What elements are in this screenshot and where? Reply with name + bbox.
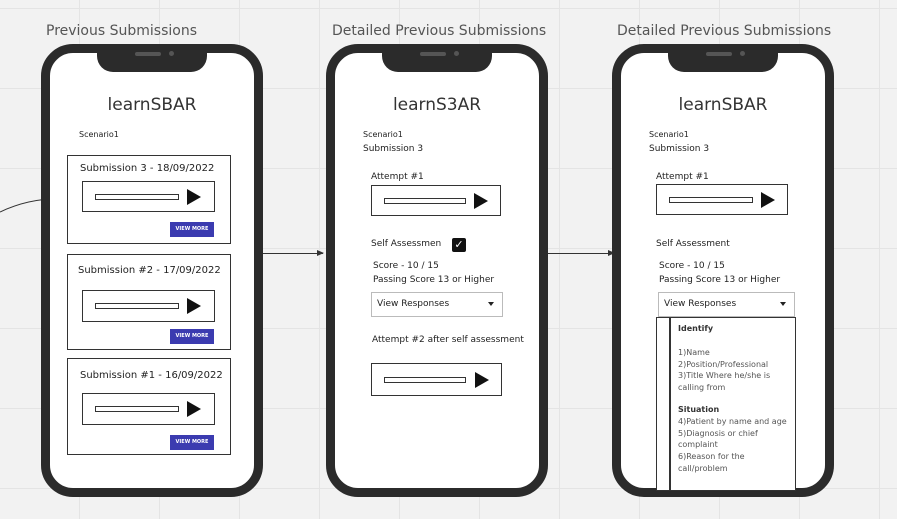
self-assessment-label: Self Assessmen <box>371 239 442 249</box>
play-icon[interactable] <box>761 191 775 208</box>
identify-item: 3)Title Where he/she is <box>678 371 771 380</box>
view-responses-dropdown[interactable]: View Responses <box>658 292 795 317</box>
passing-score-label: Passing Score 13 or Higher <box>659 275 781 285</box>
play-icon[interactable] <box>187 401 201 417</box>
identify-heading: Identify <box>678 324 714 333</box>
view-responses-dropdown[interactable]: View Responses <box>371 292 503 317</box>
self-assessment-checkbox[interactable]: ✓ <box>452 238 466 252</box>
view-more-button[interactable]: VIEW MORE <box>170 222 214 237</box>
play-icon[interactable] <box>187 188 201 205</box>
situation-item: 4)Patient by name and age <box>678 417 787 426</box>
play-icon[interactable] <box>187 298 201 314</box>
chevron-down-icon <box>780 302 786 306</box>
passing-score-label: Passing Score 13 or Higher <box>373 275 495 285</box>
submission-card: Submission #1 - 16/09/2022 VIEW MORE <box>67 358 231 455</box>
phone-notch <box>668 44 778 72</box>
audio-player[interactable] <box>82 290 215 322</box>
phone-detailed-submission-expanded: learnSBAR Scenario1 Submission 3 Attempt… <box>612 44 834 497</box>
self-assessment-label: Self Assessment <box>656 239 730 249</box>
situation-item: 6)Reason for the <box>678 452 745 461</box>
identify-item: 2)Position/Professional <box>678 360 769 369</box>
score-label: Score - 10 / 15 <box>373 261 439 271</box>
progress-bar[interactable] <box>95 303 179 309</box>
progress-bar[interactable] <box>669 196 753 203</box>
connector-arrow-1-2 <box>262 250 324 256</box>
situation-item: 5)Diagnosis or chief <box>678 429 758 438</box>
submission-title: Submission #1 - 16/09/2022 <box>80 370 223 381</box>
audio-player[interactable] <box>371 363 502 396</box>
submission-title: Submission #2 - 17/09/2022 <box>78 265 221 276</box>
scenario-label: Scenario1 <box>649 130 689 139</box>
identify-item: 1)Name <box>678 348 710 357</box>
play-icon[interactable] <box>474 192 488 209</box>
phone-previous-submissions: learnSBAR Scenario1 Submission 3 - 18/09… <box>41 44 263 497</box>
scenario-label: Scenario1 <box>79 130 119 139</box>
connector-arrow-2-3 <box>548 250 615 256</box>
situation-item: complaint <box>678 440 718 449</box>
attempt-2-label: Attempt #2 after self assessment <box>372 335 524 345</box>
play-icon[interactable] <box>475 371 489 388</box>
frame-title-detailed-submissions-1: Detailed Previous Submissions <box>332 23 547 39</box>
app-title: learnSBAR <box>678 95 768 115</box>
submission-card: Submission 3 - 18/09/2022 VIEW MORE <box>67 155 231 244</box>
view-more-button[interactable]: VIEW MORE <box>170 435 214 450</box>
submission-label: Submission 3 <box>649 144 710 154</box>
frame-title-previous-submissions: Previous Submissions <box>46 23 197 39</box>
phone-notch <box>97 44 207 72</box>
dropdown-label: View Responses <box>664 299 737 309</box>
score-label: Score - 10 / 15 <box>659 261 725 271</box>
submission-card: Submission #2 - 17/09/2022 VIEW MORE <box>67 254 231 350</box>
dropdown-label: View Responses <box>377 299 450 309</box>
progress-bar[interactable] <box>384 376 466 383</box>
identify-item: calling from <box>678 383 726 392</box>
attempt-1-label: Attempt #1 <box>656 172 709 182</box>
app-title: learnS3AR <box>392 95 482 115</box>
chevron-down-icon <box>488 302 494 306</box>
submission-title: Submission 3 - 18/09/2022 <box>80 163 215 174</box>
progress-bar[interactable] <box>95 406 179 412</box>
phone-detailed-submission: learnS3AR Scenario1 Submission 3 Attempt… <box>326 44 548 497</box>
app-title: learnSBAR <box>107 95 197 115</box>
situation-heading: Situation <box>678 405 720 414</box>
responses-panel[interactable]: Identify 1)Name 2)Position/Professional … <box>656 317 796 491</box>
audio-player[interactable] <box>656 184 788 215</box>
submission-label: Submission 3 <box>363 144 424 154</box>
view-more-button[interactable]: VIEW MORE <box>170 329 214 344</box>
situation-item: call/problem <box>678 464 728 473</box>
progress-bar[interactable] <box>95 193 179 200</box>
progress-bar[interactable] <box>384 197 466 204</box>
phone-notch <box>382 44 492 72</box>
attempt-1-label: Attempt #1 <box>371 172 424 182</box>
audio-player[interactable] <box>371 185 501 216</box>
panel-left-rule <box>669 317 671 491</box>
audio-player[interactable] <box>82 181 215 212</box>
scenario-label: Scenario1 <box>363 130 403 139</box>
frame-title-detailed-submissions-2: Detailed Previous Submissions <box>617 23 832 39</box>
audio-player[interactable] <box>82 393 215 425</box>
